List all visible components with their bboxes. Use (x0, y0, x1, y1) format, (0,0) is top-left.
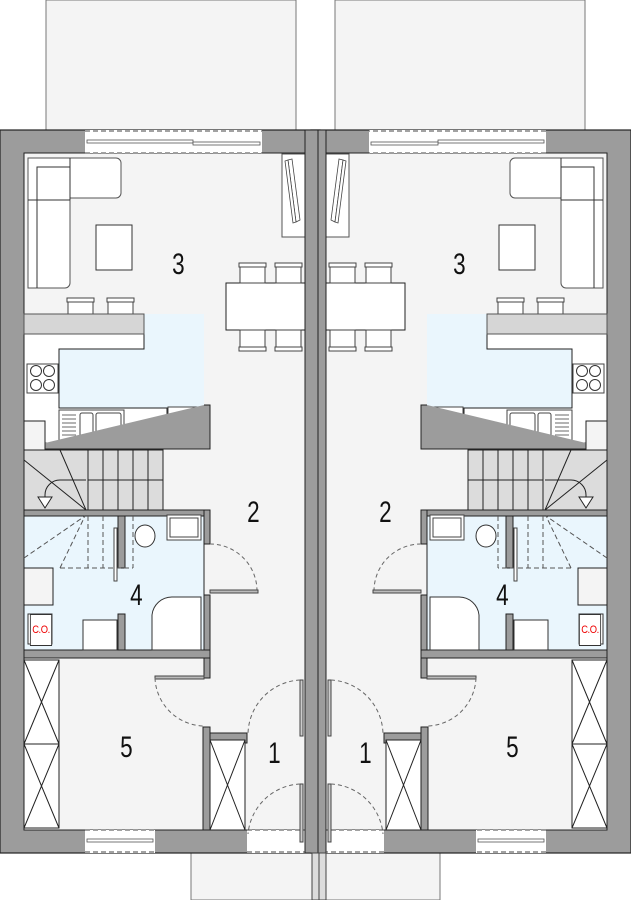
room-label-1-left: 1 (268, 737, 281, 770)
room-label-5-left: 5 (120, 731, 133, 764)
boiler-label-right: C.O. (578, 614, 602, 646)
party-wall (304, 129, 327, 854)
room-label-4-left: 4 (130, 579, 143, 612)
room-label-5-right: 5 (506, 731, 519, 764)
room-label-3-right: 3 (453, 248, 466, 281)
room-label-3-left: 3 (172, 248, 185, 281)
room-label-2-left: 2 (247, 496, 260, 529)
boiler-label-left: C.O. (29, 614, 53, 646)
room-label-1-right: 1 (359, 737, 372, 770)
room-label-4-right: 4 (496, 579, 509, 612)
room-label-2-right: 2 (379, 496, 392, 529)
